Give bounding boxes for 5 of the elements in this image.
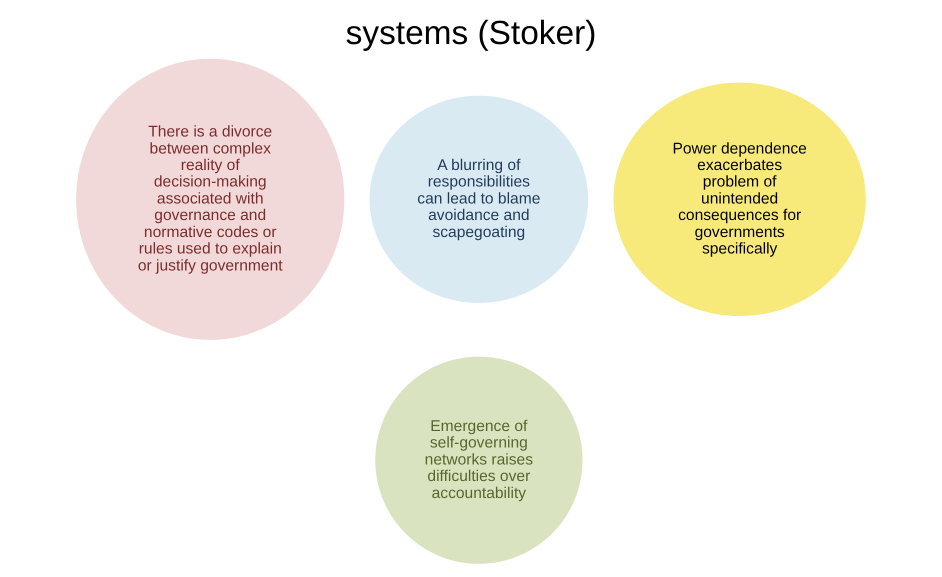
node-circle: A blurring of responsibilities can lead to blame avoidance and scapegoating [368,94,590,304]
node-circle: Power dependence exacerbates problem of unintended consequences for governments specifically [612,82,867,318]
node-circle: Emergence of self-governing networks raises difficulties over accountability [374,355,584,565]
node-circle: There is a divorce between complex reality of decision-making associated with governance and normative codes or rules used to explain or justify government [75,58,346,342]
diagram-title: systems (Stoker) [346,14,596,52]
